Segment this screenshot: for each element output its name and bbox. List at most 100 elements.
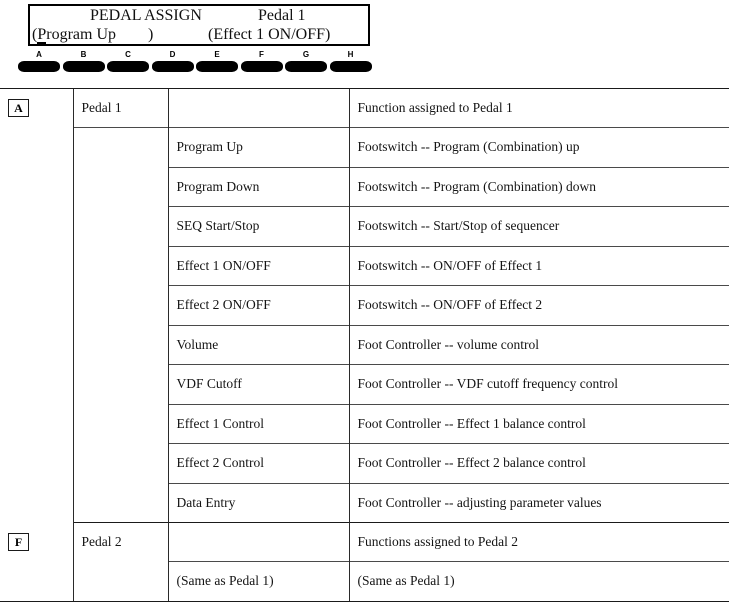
table-row: A Pedal 1 Function assigned to Pedal 1 — [0, 88, 729, 128]
cell-function — [167, 88, 349, 128]
function-button-e[interactable]: E — [196, 50, 238, 76]
function-button-strip: A B C D E F G H — [18, 50, 374, 76]
lcd-paren-open: ( — [32, 26, 38, 43]
function-button-label-g: G — [302, 50, 310, 59]
function-button-cap-f[interactable] — [240, 61, 283, 72]
cell-function: Effect 2 Control — [167, 443, 349, 483]
cell-description: Footswitch -- Program (Combination) up — [348, 127, 729, 167]
table-row: F Pedal 2 Functions assigned to Pedal 2 — [0, 522, 729, 562]
cell-pedal: Pedal 2 — [72, 522, 168, 562]
cell-description: Foot Controller -- VDF cutoff frequency … — [348, 364, 729, 404]
cell-description: Foot Controller -- Effect 2 balance cont… — [348, 443, 729, 483]
cell-pedal — [72, 206, 168, 246]
cell-description: Foot Controller -- adjusting parameter v… — [348, 482, 729, 523]
cell-pedal — [72, 561, 168, 602]
function-button-cap-b[interactable] — [62, 61, 105, 72]
function-button-h[interactable]: H — [329, 50, 372, 76]
function-button-label-c: C — [125, 50, 131, 59]
cell-description: Footswitch -- Program (Combination) down — [348, 166, 729, 207]
cell-description: Foot Controller -- volume control — [348, 324, 729, 365]
function-button-b[interactable]: B — [62, 50, 105, 76]
table-row: (Same as Pedal 1)(Same as Pedal 1) — [0, 561, 729, 602]
cell-description: Footswitch -- ON/OFF of Effect 2 — [348, 285, 729, 325]
function-button-label-h: H — [347, 50, 354, 59]
function-button-label-e: E — [214, 50, 220, 59]
cell-function: SEQ Start/Stop — [167, 206, 349, 246]
key-badge: F — [8, 533, 29, 551]
function-button-cap-e[interactable] — [196, 61, 238, 72]
function-button-cap-a[interactable] — [18, 61, 60, 72]
cell-pedal — [72, 127, 168, 167]
cell-description: Footswitch -- Start/Stop of sequencer — [348, 206, 729, 246]
lcd-display: PEDAL ASSIGN Pedal 1 (Program Up ) (Effe… — [28, 4, 370, 46]
cell-key — [0, 364, 73, 404]
function-button-cap-c[interactable] — [107, 61, 149, 72]
function-button-cap-d[interactable] — [151, 61, 194, 72]
cell-key — [0, 443, 73, 483]
cell-description: Function assigned to Pedal 1 — [348, 88, 729, 128]
function-button-label-a: A — [36, 50, 42, 59]
cell-pedal — [72, 285, 168, 325]
cell-pedal — [72, 483, 168, 523]
cell-key — [0, 127, 73, 167]
cell-function: Volume — [167, 324, 349, 365]
cell-pedal: Pedal 1 — [72, 88, 168, 128]
cell-function: Effect 1 Control — [167, 403, 349, 444]
lcd-cursor-char: P — [37, 26, 47, 44]
cell-key: A — [0, 88, 73, 128]
cell-function: Program Down — [167, 166, 349, 207]
cell-function — [167, 522, 349, 562]
lcd-param-right-value[interactable]: (Effect 1 ON/OFF) — [208, 26, 331, 43]
function-button-d[interactable]: D — [151, 50, 194, 76]
function-button-c[interactable]: C — [107, 50, 149, 76]
cell-description: Foot Controller -- Effect 1 balance cont… — [348, 403, 729, 444]
cell-function: Effect 1 ON/OFF — [167, 245, 349, 286]
function-button-label-b: B — [80, 50, 87, 59]
cell-key — [0, 285, 73, 325]
cell-pedal — [72, 325, 168, 365]
cell-key — [0, 561, 73, 602]
key-badge: A — [8, 99, 29, 118]
cell-pedal — [72, 246, 168, 286]
cell-function: Program Up — [167, 127, 349, 167]
cell-pedal — [72, 364, 168, 404]
cell-function: VDF Cutoff — [167, 364, 349, 404]
cell-description: Functions assigned to Pedal 2 — [348, 522, 729, 562]
cell-function: Effect 2 ON/OFF — [167, 285, 349, 325]
cell-key — [0, 404, 73, 444]
cell-function: (Same as Pedal 1) — [167, 561, 349, 602]
cell-function: Data Entry — [167, 482, 349, 523]
function-button-label-d: D — [169, 50, 176, 59]
lcd-title: PEDAL ASSIGN — [90, 7, 202, 24]
function-button-cap-g[interactable] — [285, 61, 327, 72]
function-button-a[interactable]: A — [18, 50, 60, 76]
cell-key — [0, 206, 73, 246]
cell-description: Footswitch -- ON/OFF of Effect 1 — [348, 245, 729, 286]
lcd-param-left-value[interactable]: (Program Up ) — [32, 26, 153, 44]
cell-key — [0, 246, 73, 286]
function-button-cap-h[interactable] — [329, 61, 372, 72]
cell-key — [0, 483, 73, 523]
lcd-param-left-rest: rogram Up ) — [46, 26, 154, 43]
cell-pedal — [72, 443, 168, 483]
cell-key — [0, 167, 73, 207]
function-button-label-f: F — [259, 50, 264, 59]
function-button-f[interactable]: F — [240, 50, 283, 76]
cell-description: (Same as Pedal 1) — [348, 561, 729, 602]
cell-key: F — [0, 522, 73, 562]
cell-key — [0, 325, 73, 365]
function-button-g[interactable]: G — [285, 50, 327, 76]
cell-pedal — [72, 404, 168, 444]
